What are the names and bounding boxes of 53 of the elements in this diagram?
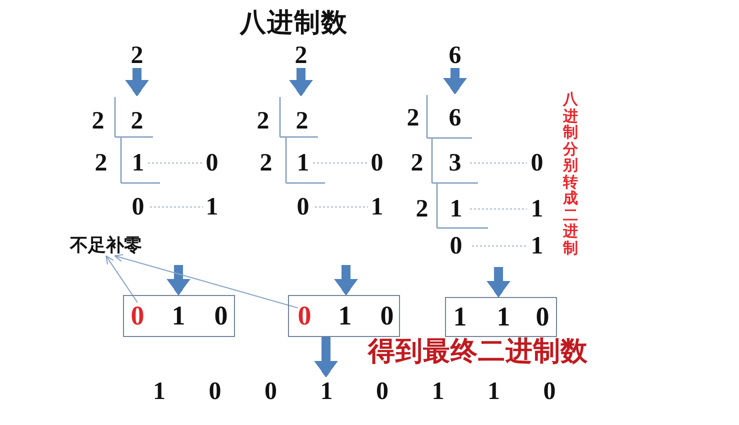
- digit: 1: [496, 304, 510, 330]
- digit: 0: [214, 302, 228, 330]
- divisor: 2: [416, 196, 428, 222]
- block-arrow: [166, 265, 190, 295]
- digit-box: [445, 297, 557, 337]
- divisor: 2: [410, 150, 424, 176]
- quotient: 1: [132, 150, 144, 176]
- block-arrow: [334, 265, 358, 295]
- remainder: 1: [530, 234, 544, 258]
- binary-number: 1 0 0 1 0 1 1 0: [153, 377, 556, 407]
- remainder: 0: [206, 150, 218, 176]
- remainder: 1: [206, 194, 218, 220]
- quotient: 0: [132, 194, 144, 220]
- digit: 0: [298, 302, 312, 330]
- block-arrow: [486, 267, 510, 297]
- digit: 0: [380, 302, 394, 330]
- octal-digit: 2: [289, 44, 313, 68]
- leader-line: [105, 255, 138, 303]
- quotient: 1: [296, 150, 310, 176]
- dividend: 6: [448, 106, 462, 130]
- digit: 1: [172, 302, 186, 330]
- remainder: 1: [370, 194, 384, 220]
- note-text: 不足补零: [70, 236, 142, 256]
- block-arrow: [125, 68, 149, 96]
- digit: 0: [536, 304, 550, 330]
- divisor: 2: [406, 106, 420, 130]
- leader-line: [114, 254, 298, 308]
- digit-box: [123, 295, 235, 337]
- result-caption: 得到最终二进制数: [368, 336, 588, 368]
- remainder: 0: [530, 150, 544, 176]
- digit: 1: [338, 302, 352, 330]
- block-arrow: [443, 68, 467, 94]
- digit: 0: [130, 302, 144, 330]
- quotient: 0: [296, 194, 310, 220]
- side-note: 八进制分别转成二进制: [563, 91, 578, 256]
- quotient: 0: [450, 234, 462, 258]
- dividend: 2: [296, 108, 308, 134]
- octal-digit: 6: [443, 44, 467, 68]
- dividend: 2: [130, 108, 144, 134]
- divisor: 2: [92, 108, 104, 134]
- title: 八进制数: [240, 8, 348, 40]
- divisor: 2: [256, 108, 270, 134]
- divisor: 2: [260, 150, 272, 176]
- quotient: 1: [450, 196, 462, 222]
- remainder: 1: [530, 196, 544, 222]
- remainder: 0: [370, 150, 384, 176]
- block-arrow: [289, 68, 313, 96]
- digit-box: [288, 295, 400, 337]
- octal-digit: 2: [125, 44, 149, 68]
- quotient: 3: [448, 150, 462, 176]
- divisor: 2: [94, 150, 108, 176]
- block-arrow: [314, 337, 338, 377]
- digit: 1: [453, 304, 467, 330]
